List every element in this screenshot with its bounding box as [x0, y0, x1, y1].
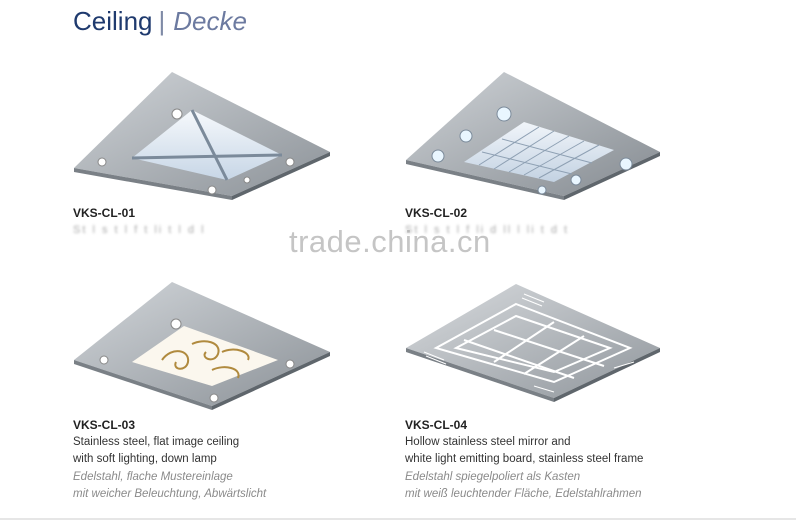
description-line: Edelstahl spiegelpoliert als Kasten [405, 471, 581, 483]
description-line: white light emitting board, stainless st… [405, 453, 644, 465]
title-separator: | [158, 6, 166, 36]
product-image-cl-01 [72, 70, 332, 200]
product-code-cl-04: VKS-CL-04 [405, 418, 468, 432]
product-description-de-cl-03: Edelstahl, flache Mustereinlage mit weic… [73, 469, 266, 503]
product-description-cl-02: St l s t l f li d ll l li t d t [405, 224, 570, 236]
title-english: Ceiling [73, 6, 153, 36]
bottom-divider [0, 518, 796, 520]
product-code-cl-03: VKS-CL-03 [73, 418, 136, 432]
title-german: Decke [173, 6, 247, 36]
product-description-cl-01: St l s t l f t li t l d l [73, 224, 206, 236]
description-line: mit weicher Beleuchtung, Abwärtslicht [73, 488, 267, 500]
product-image-cl-04 [404, 282, 662, 402]
description-line: Edelstahl, flache Mustereinlage [73, 471, 233, 483]
watermark: trade.china.cn [289, 224, 491, 259]
page-title: Ceiling|Decke [73, 6, 247, 37]
product-description-de-cl-04: Edelstahl spiegelpoliert als Kasten mit … [405, 469, 642, 503]
description-line: with soft lighting, down lamp [73, 453, 217, 465]
product-description-en-cl-04: Hollow stainless steel mirror and white … [405, 434, 643, 468]
product-code-cl-02: VKS-CL-02 [405, 206, 468, 220]
product-image-cl-02 [404, 70, 662, 200]
description-line: Stainless steel, flat image ceiling [73, 436, 240, 448]
product-description-en-cl-03: Stainless steel, flat image ceiling with… [73, 434, 239, 468]
description-line: Hollow stainless steel mirror and [405, 436, 571, 448]
product-image-cl-03 [72, 280, 332, 410]
product-code-cl-01: VKS-CL-01 [73, 206, 136, 220]
description-line: mit weiß leuchtender Fläche, Edelstahlra… [405, 488, 642, 500]
